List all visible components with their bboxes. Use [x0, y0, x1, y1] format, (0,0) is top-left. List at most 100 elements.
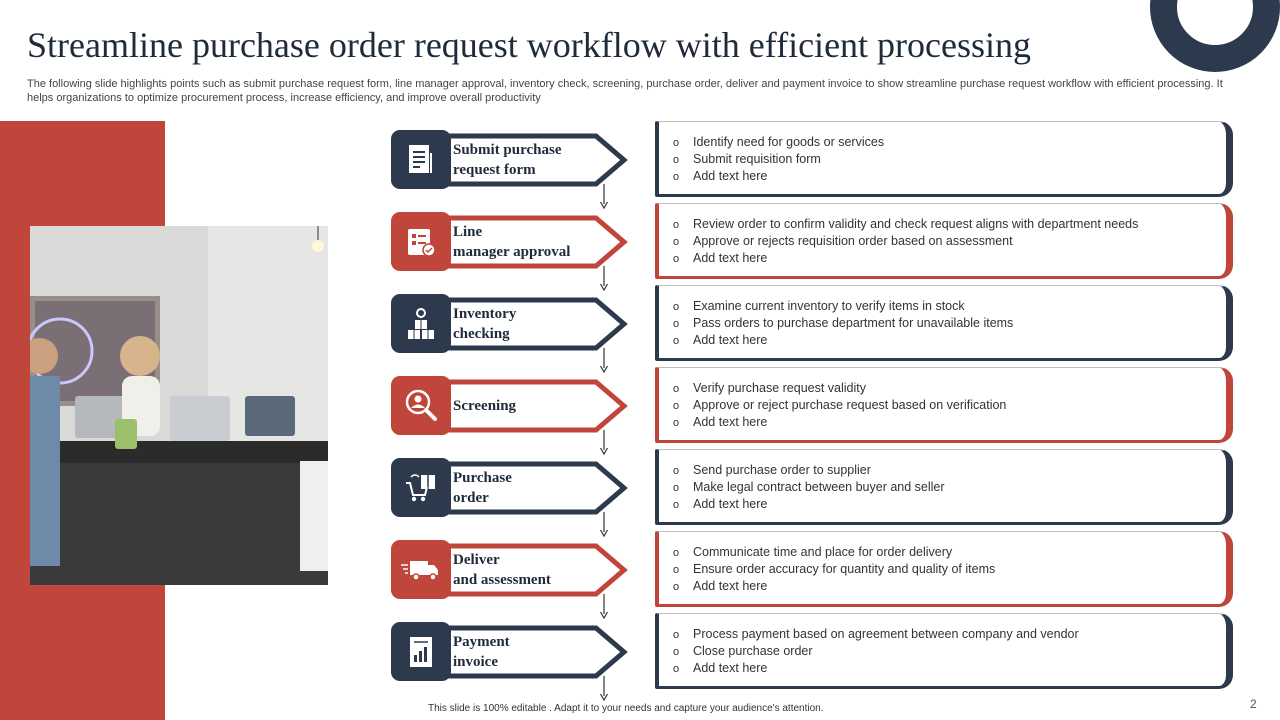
step-label: Deliver and assessment — [453, 550, 603, 590]
step-label: Submit purchase request form — [453, 140, 603, 180]
circle-bullet-icon: o — [673, 499, 680, 511]
detail-text: Review order to confirm validity and che… — [693, 217, 1139, 231]
detail-text: Add text here — [693, 497, 768, 511]
connector-arrow — [599, 430, 609, 456]
circle-bullet-icon: o — [673, 564, 680, 576]
detail-bullet: o Communicate time and place for order de… — [673, 544, 1226, 561]
invoice-chart-icon — [391, 622, 451, 681]
step-label: Payment invoice — [453, 632, 603, 672]
step-label-line1: Submit purchase — [453, 142, 562, 158]
detail-bullet: o Ensure order accuracy for quantity and … — [673, 561, 1226, 578]
circle-bullet-icon: o — [673, 629, 680, 641]
connector-arrow — [599, 676, 609, 702]
circle-bullet-icon: o — [673, 335, 680, 347]
detail-bullet: o Add text here — [673, 332, 1226, 349]
step-label-line1: Screening — [453, 398, 517, 414]
step-label-line1: Payment — [453, 634, 510, 650]
detail-bullet: o Submit requisition form — [673, 151, 1226, 168]
detail-bullet: o Add text here — [673, 250, 1226, 267]
step-details-card: o Communicate time and place for order de… — [655, 531, 1233, 607]
form-document-icon — [391, 130, 451, 189]
circle-bullet-icon: o — [673, 236, 680, 248]
detail-text: Communicate time and place for order del… — [693, 545, 953, 559]
step-label-line2: order — [453, 490, 489, 506]
step-details-card: o Review order to confirm validity and ch… — [655, 203, 1233, 279]
connector-arrow — [599, 184, 609, 210]
step-label: Screening — [453, 396, 603, 416]
detail-text: Submit requisition form — [693, 152, 821, 166]
circle-bullet-icon: o — [673, 253, 680, 265]
detail-text: Pass orders to purchase department for u… — [693, 316, 1014, 330]
detail-bullet: o Examine current inventory to verify ite… — [673, 298, 1226, 315]
step-label-line1: Inventory — [453, 306, 517, 322]
detail-bullet: o Review order to confirm validity and ch… — [673, 216, 1226, 233]
step-chevron — [446, 215, 628, 269]
step-label-line2: checking — [453, 326, 510, 342]
detail-text: Add text here — [693, 251, 768, 265]
circle-bullet-icon: o — [673, 547, 680, 559]
detail-text: Add text here — [693, 661, 768, 675]
detail-text: Add text here — [693, 333, 768, 347]
circle-bullet-icon: o — [673, 171, 680, 183]
step-label-line1: Deliver — [453, 552, 500, 568]
circle-bullet-icon: o — [673, 383, 680, 395]
detail-bullet: o Approve or reject purchase request base… — [673, 397, 1226, 414]
detail-text: Close purchase order — [693, 644, 813, 658]
detail-text: Send purchase order to supplier — [693, 463, 871, 477]
step-chevron — [446, 543, 628, 597]
detail-text: Approve or reject purchase request based… — [693, 398, 1007, 412]
purchase-order-icon — [391, 458, 451, 517]
footer-note: This slide is 100% editable . Adapt it t… — [428, 703, 824, 714]
circle-bullet-icon: o — [673, 417, 680, 429]
step-label-line2: invoice — [453, 654, 498, 670]
detail-bullet: o Process payment based on agreement betw… — [673, 626, 1226, 643]
detail-bullet: o Add text here — [673, 660, 1226, 677]
detail-text: Identify need for goods or services — [693, 135, 885, 149]
approval-checklist-icon — [391, 212, 451, 271]
slide-subtitle: The following slide highlights points su… — [27, 78, 1223, 104]
connector-arrow — [599, 512, 609, 538]
step-chevron — [446, 625, 628, 679]
slide-title: Streamline purchase order request workfl… — [27, 25, 1032, 65]
circle-bullet-icon: o — [673, 219, 680, 231]
detail-text: Examine current inventory to verify item… — [693, 299, 965, 313]
step-chevron — [446, 379, 628, 433]
detail-text: Process payment based on agreement betwe… — [693, 627, 1079, 641]
connector-arrow — [599, 348, 609, 374]
step-label-line1: Line — [453, 224, 483, 240]
detail-text: Add text here — [693, 415, 768, 429]
step-chevron — [446, 461, 628, 515]
detail-text: Ensure order accuracy for quantity and q… — [693, 562, 996, 576]
connector-arrow — [599, 266, 609, 292]
page-number: 2 — [1250, 697, 1257, 711]
detail-text: Add text here — [693, 579, 768, 593]
circle-bullet-icon: o — [673, 301, 680, 313]
step-details-card: o Examine current inventory to verify ite… — [655, 285, 1233, 361]
detail-text: Verify purchase request validity — [693, 381, 867, 395]
step-label: Purchase order — [453, 468, 603, 508]
step-label-line1: Purchase — [453, 470, 512, 486]
step-chevron — [446, 133, 628, 187]
circle-bullet-icon: o — [673, 400, 680, 412]
circle-bullet-icon: o — [673, 318, 680, 330]
detail-text: Make legal contract between buyer and se… — [693, 480, 945, 494]
detail-bullet: o Add text here — [673, 578, 1226, 595]
office-meeting-photo — [30, 226, 328, 585]
detail-bullet: o Add text here — [673, 414, 1226, 431]
detail-bullet: o Add text here — [673, 496, 1226, 513]
circle-bullet-icon: o — [673, 581, 680, 593]
circle-bullet-icon: o — [673, 663, 680, 675]
detail-bullet: o Pass orders to purchase department for … — [673, 315, 1226, 332]
decorative-ring — [1150, 0, 1280, 72]
search-person-icon — [391, 376, 451, 435]
step-label-line2: and assessment — [453, 572, 551, 588]
circle-bullet-icon: o — [673, 154, 680, 166]
